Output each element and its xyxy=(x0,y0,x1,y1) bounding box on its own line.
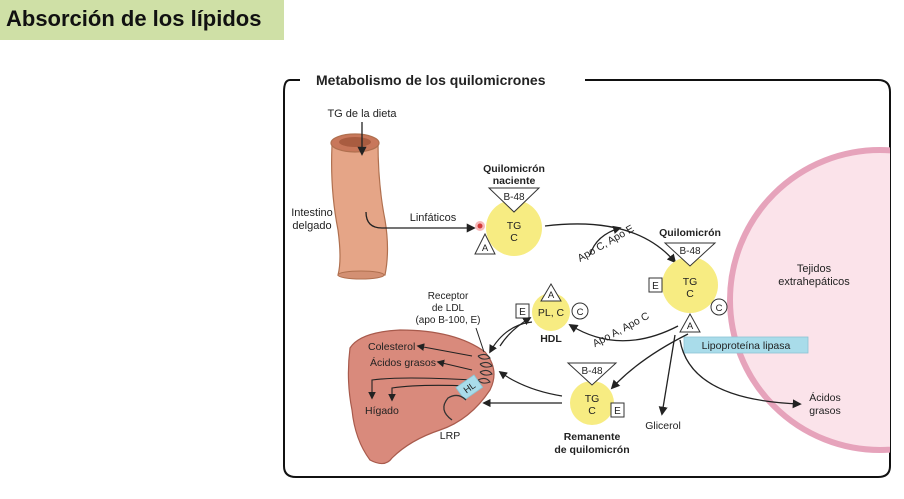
chylomicron-apoa-label: A xyxy=(687,321,694,332)
fatty-acids-out-arrow xyxy=(679,339,802,409)
hdl-to-chylomicron-apo-arrow xyxy=(589,225,622,256)
liver-to-hdl-arrow xyxy=(499,317,532,347)
chylomicron-apoe-box xyxy=(648,277,663,293)
nascent-chylomicron-particle xyxy=(486,200,542,256)
diet-tg-label: TG de la dieta xyxy=(327,108,397,120)
liver xyxy=(347,329,495,465)
hdl-apoc-circle xyxy=(571,302,589,320)
hdl-particle xyxy=(532,293,570,331)
lrp-receptor xyxy=(443,394,467,421)
remnant-to-ldlr-arrow xyxy=(498,371,563,397)
liver-label: Hígado xyxy=(365,405,399,417)
cholesterol-label: Colesterol xyxy=(368,341,415,353)
chylomicron-label: Quilomicrón xyxy=(659,227,721,239)
extrahepatic-label-1: Tejidos xyxy=(797,263,832,275)
slide-title-banner: Absorción de los lípidos xyxy=(0,0,284,40)
chylomicron-tg-label: TG xyxy=(683,276,698,288)
hdl-apoc-label: C xyxy=(577,307,584,318)
remnant-b48-triangle xyxy=(566,362,618,386)
nascent-chylomicron-label-1: Quilomicrón xyxy=(483,163,545,175)
remnant-c-label: C xyxy=(588,405,596,417)
chylomicron-particle xyxy=(662,257,718,313)
ldl-receptor-coil xyxy=(477,353,493,384)
fatty-acids-liver-label: Ácidos grasos xyxy=(370,356,436,369)
liver-fatty-acids-arrow xyxy=(436,359,473,371)
nascent-c-label: C xyxy=(510,232,518,244)
fatty-acids-out-label-1: Ácidos xyxy=(809,391,841,404)
lrp-label: LRP xyxy=(440,430,460,442)
extrahepatic-tissue xyxy=(727,147,890,453)
hdl-apoe-label: E xyxy=(519,307,526,318)
chylomicron-b48-triangle xyxy=(663,242,717,267)
nascent-tg-label: TG xyxy=(507,220,522,232)
chylomicron-b48-label: B-48 xyxy=(679,246,701,257)
ldl-receptor-pointer xyxy=(475,327,485,353)
lymphatics-arrow xyxy=(365,211,476,233)
liver-inner-arrow-1 xyxy=(368,377,473,400)
lymphatics-label: Linfáticos xyxy=(410,212,457,224)
panel-title: Metabolismo de los quilomicrones xyxy=(316,72,546,88)
ldl-receptor-label-2: de LDL xyxy=(432,303,465,314)
chylomicron-apoa-triangle xyxy=(679,312,701,333)
remnant-tg-label: TG xyxy=(585,393,600,405)
lpl-to-remnant-arrow xyxy=(610,333,689,390)
liver-inner-arrow-2 xyxy=(388,384,469,402)
chylomicron-c-label: C xyxy=(686,288,694,300)
extrahepatic-label-2: extrahepáticos xyxy=(778,276,850,288)
hdl-apoa-triangle xyxy=(540,283,562,302)
cursor-dot xyxy=(477,223,483,229)
chylomicron-apoe-label: E xyxy=(652,281,659,292)
intestine-tube xyxy=(330,133,389,280)
intestine-label-2: delgado xyxy=(292,220,331,232)
chylomicron-apoc-circle xyxy=(710,298,728,316)
glycerol-arrow xyxy=(658,334,676,416)
nascent-b48-triangle xyxy=(487,187,541,213)
apo-ac-label: Apo A, Apo C xyxy=(591,310,652,350)
hdl-to-liver-arrow xyxy=(489,321,533,354)
nascent-b48-label: B-48 xyxy=(503,192,525,203)
panel-frame xyxy=(283,79,891,478)
hdl-label: HDL xyxy=(540,333,562,345)
nascent-chylomicron-label-2: naciente xyxy=(493,175,536,187)
intestine-label-1: Intestino xyxy=(291,207,333,219)
nascent-apoa-triangle xyxy=(474,232,496,255)
slide-title: Absorción de los lípidos xyxy=(6,6,262,31)
hdl-plc-label: PL, C xyxy=(538,307,565,319)
hdl-apoa-label: A xyxy=(548,290,555,301)
lipoprotein-lipase-box xyxy=(683,336,809,354)
nascent-to-chylomicron-arrow xyxy=(544,223,677,264)
remnant-apoe-box xyxy=(610,402,625,418)
ldl-receptor-label-3: (apo B-100, E) xyxy=(415,315,480,326)
chylomicron-to-hdl-arrow xyxy=(568,324,679,342)
remnant-apoe-label: E xyxy=(614,406,621,417)
liver-cholesterol-arrow xyxy=(416,343,473,357)
remnant-b48-label: B-48 xyxy=(581,366,603,377)
remnant-label-2: de quilomicrón xyxy=(554,444,629,456)
nascent-apoa-label: A xyxy=(482,243,489,254)
remnant-particle xyxy=(570,381,614,425)
ldl-receptor-label-1: Receptor xyxy=(428,291,469,302)
fatty-acids-out-label-2: grasos xyxy=(809,405,841,417)
hl-box xyxy=(455,374,484,401)
chylomicron-apoc-label: C xyxy=(716,303,723,314)
apo-ce-label: Apo C, Apo E xyxy=(576,223,637,265)
glycerol-label: Glicerol xyxy=(645,420,681,432)
remnant-label-1: Remanente xyxy=(564,431,621,443)
lipoprotein-lipase-label: Lipoproteína lipasa xyxy=(702,340,791,352)
